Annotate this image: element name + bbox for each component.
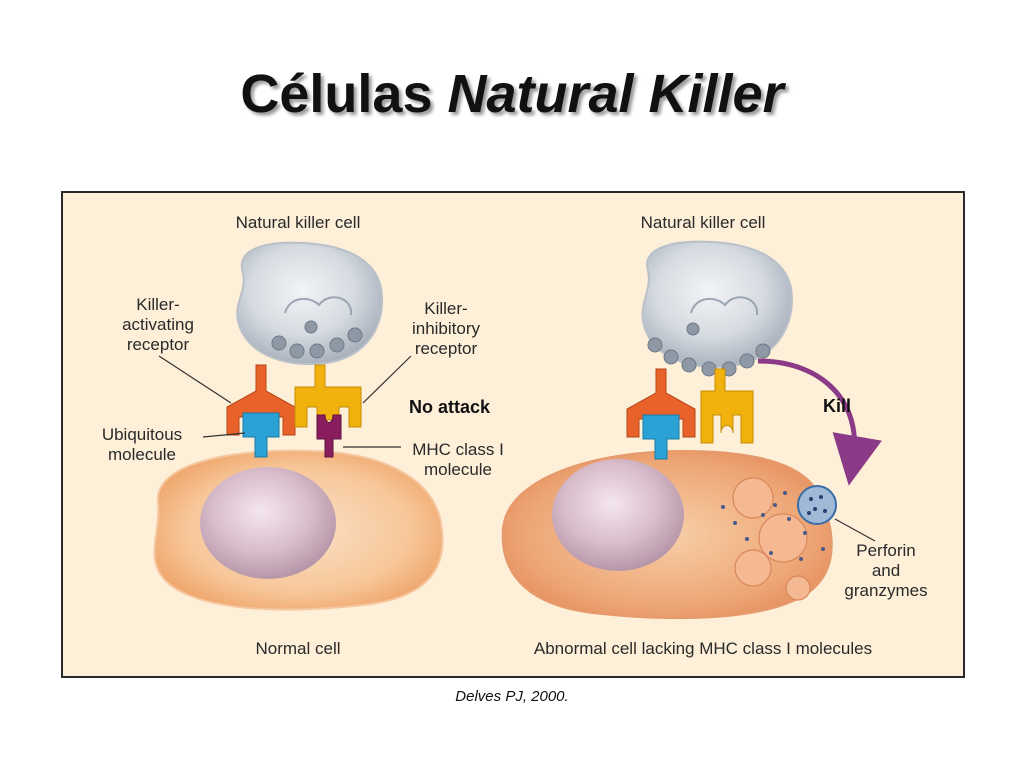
perforin-granule-icon <box>797 485 837 525</box>
nk-granules-left-icon <box>271 320 363 359</box>
ubiquitous-molecule-label: Ubiquitous molecule <box>101 425 183 464</box>
diagram-graphics <box>153 240 882 620</box>
abnormal-cell-nucleus-icon <box>552 459 684 571</box>
damage-vesicles-icon <box>732 477 811 601</box>
inhibitory-receptor-right-icon <box>700 368 754 444</box>
normal-cell-label: Normal cell <box>255 639 341 658</box>
mhc-molecule-icon <box>316 414 342 458</box>
leader-lines-left <box>158 355 412 448</box>
nk-cell-diagram: Natural killer cell Natural killer cell … <box>61 191 965 678</box>
leader-line-perforin <box>834 518 876 542</box>
nk-cell-left-icon <box>236 241 384 365</box>
activating-receptor-right-icon <box>626 368 696 438</box>
abnormal-cell-label: Abnormal cell lacking MHC class I molecu… <box>533 639 873 658</box>
activating-receptor-label: Killer- activating receptor <box>122 295 194 354</box>
activating-receptor-left-icon <box>226 364 296 436</box>
normal-cell-nucleus-icon <box>200 467 336 579</box>
granzyme-particles-icon <box>721 491 825 561</box>
no-attack-label: No attack <box>409 397 491 417</box>
ubiquitous-molecule-left-icon <box>242 412 280 458</box>
inhibitory-receptor-label: Killer- inhibitory receptor <box>411 299 481 358</box>
inhibitory-receptor-left-icon <box>294 364 362 428</box>
nk-cell-right-icon <box>641 240 793 368</box>
nk-label-left: Natural killer cell <box>235 213 361 232</box>
perforin-label: Perforin and granzymes <box>844 541 928 600</box>
mhc-molecule-label: MHC class I molecule <box>412 440 504 479</box>
title-emphasis: Natural Killer <box>447 64 784 124</box>
figure-credit: Delves PJ, 2000. <box>455 688 569 705</box>
kill-label: Kill <box>823 396 852 416</box>
title-prefix: Células <box>240 64 433 124</box>
nk-granules-right-icon <box>647 322 771 377</box>
page-title: Células Natural Killer <box>0 62 1024 127</box>
ubiquitous-molecule-right-icon <box>642 414 680 460</box>
kill-arrow-icon <box>757 358 882 486</box>
nk-label-right: Natural killer cell <box>640 213 766 232</box>
